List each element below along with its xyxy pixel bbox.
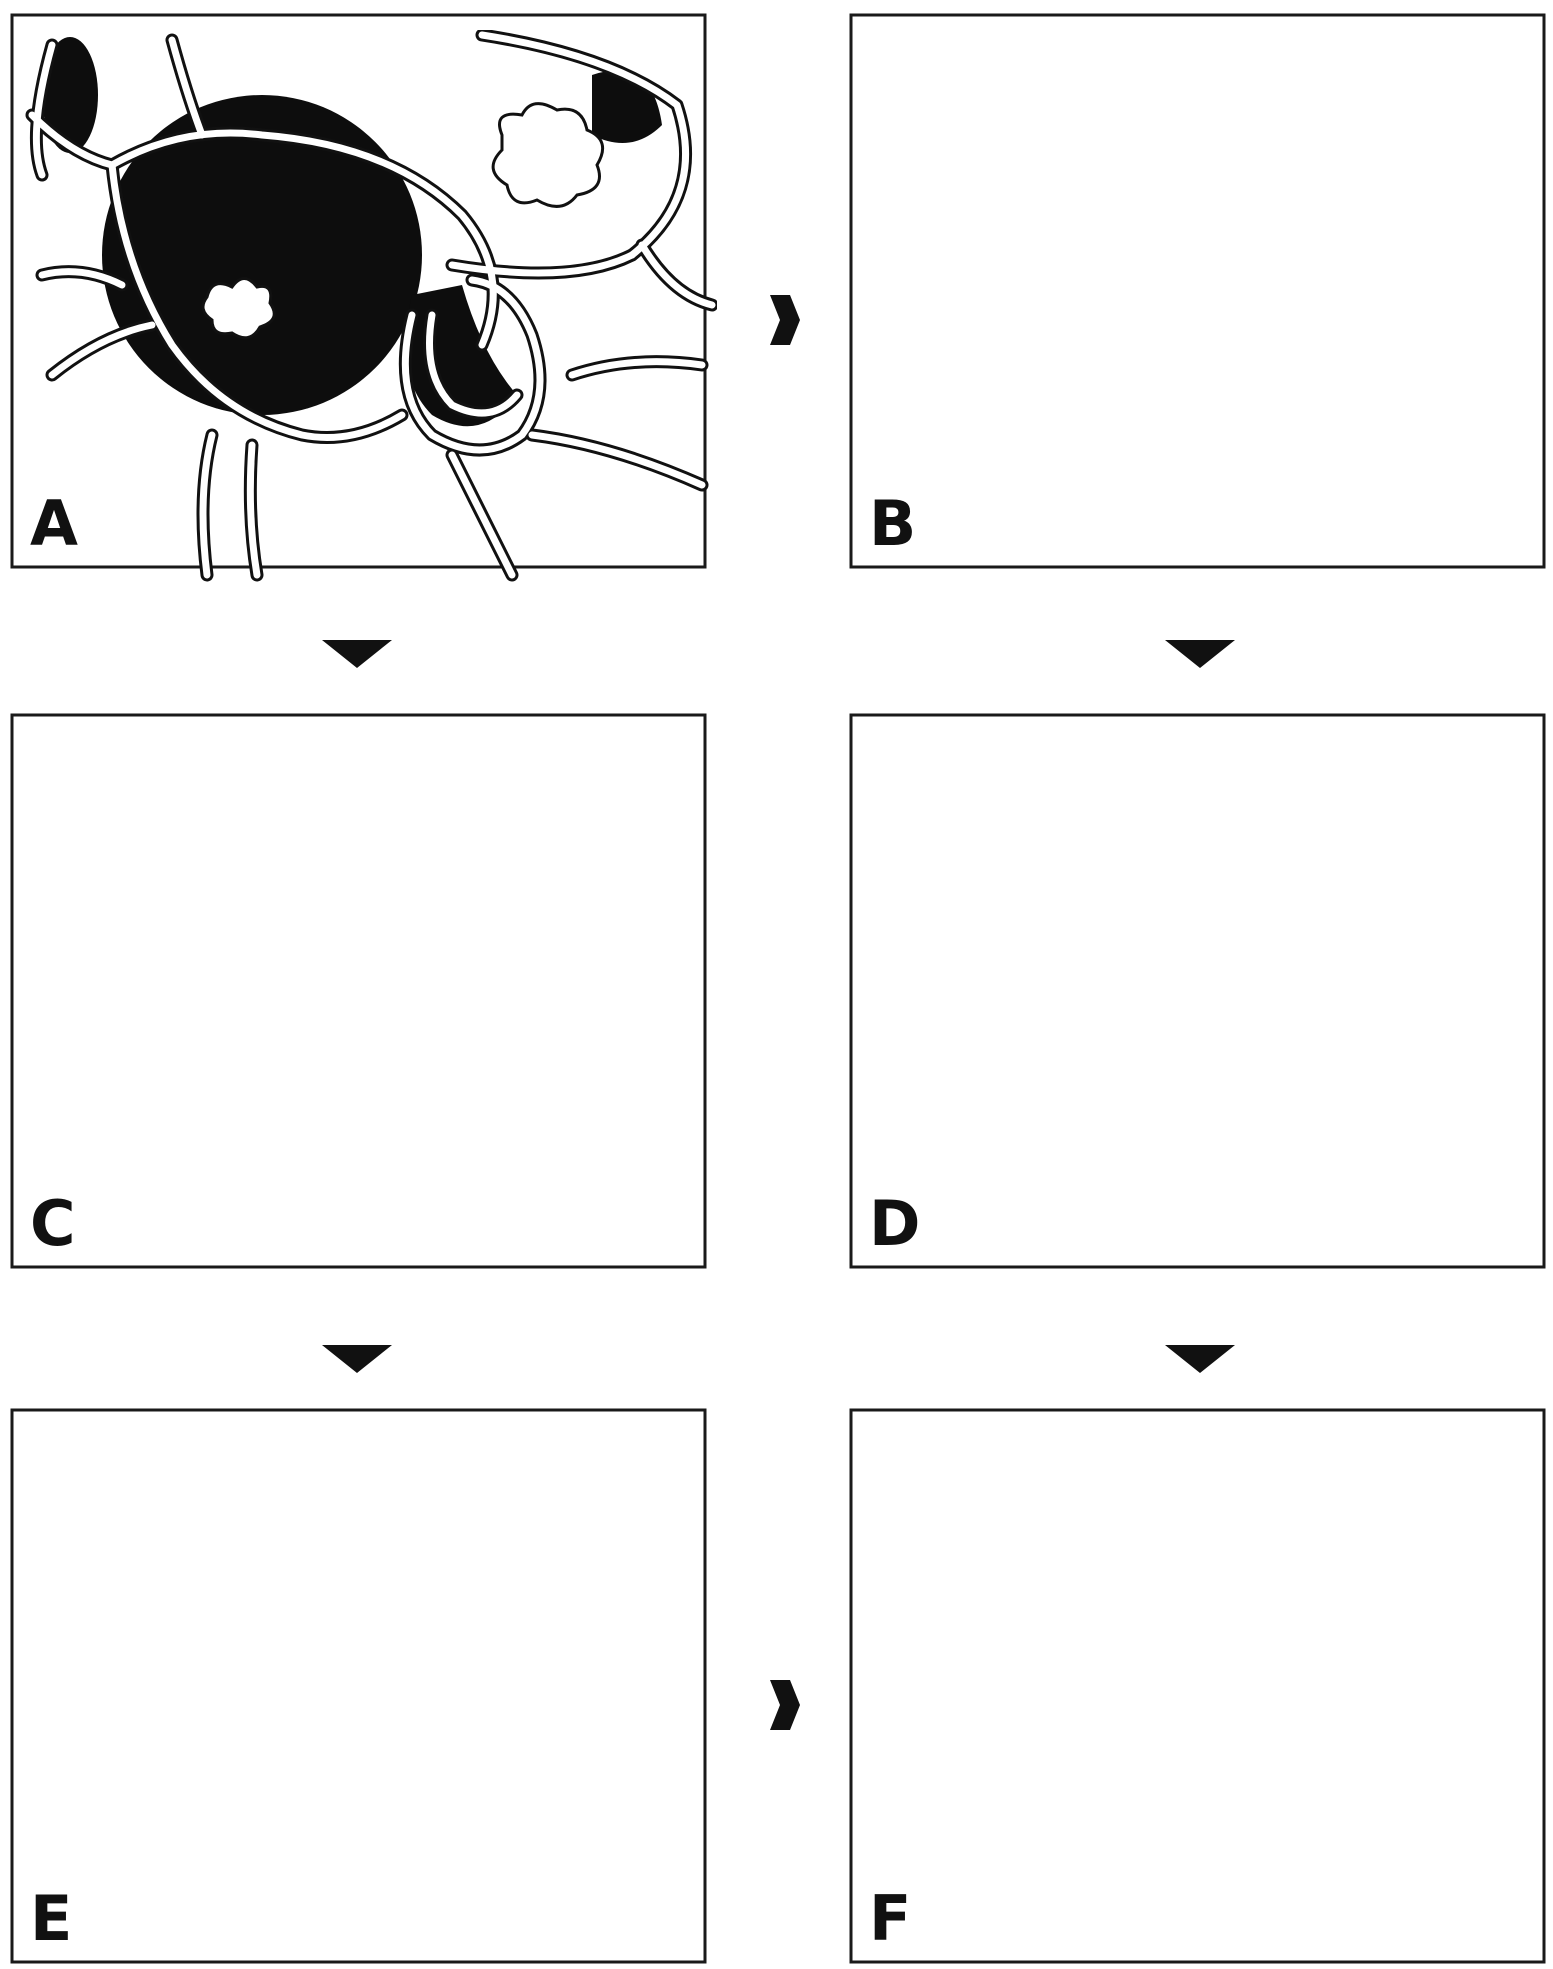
arrow-down-icon <box>1165 640 1235 668</box>
panel-f-frame <box>851 1410 1544 1962</box>
arrow-down-icon <box>322 640 392 668</box>
panel-d: D <box>851 715 1551 1275</box>
panel-b-frame <box>851 15 1544 567</box>
panel-c-frame <box>12 715 705 1267</box>
panel-label: F <box>869 1882 911 1955</box>
panel-label: E <box>30 1882 72 1955</box>
panel-label: B <box>869 487 916 560</box>
arrow-right-icon <box>770 295 800 345</box>
panel-label: C <box>30 1187 76 1260</box>
panel-b: B <box>851 15 1551 575</box>
arrow-right-icon <box>770 1680 800 1730</box>
panel-label: A <box>30 487 78 560</box>
panel-d-frame <box>851 715 1544 1267</box>
panel-c: C <box>12 715 712 1275</box>
arrow-down-icon <box>1165 1345 1235 1373</box>
panel-f: F <box>851 1410 1544 1969</box>
panel-label: D <box>869 1187 920 1260</box>
panel-e: E <box>12 1410 712 1969</box>
arrow-down-icon <box>322 1345 392 1373</box>
panel-a: A <box>12 15 712 575</box>
panel-e-frame <box>12 1410 705 1962</box>
